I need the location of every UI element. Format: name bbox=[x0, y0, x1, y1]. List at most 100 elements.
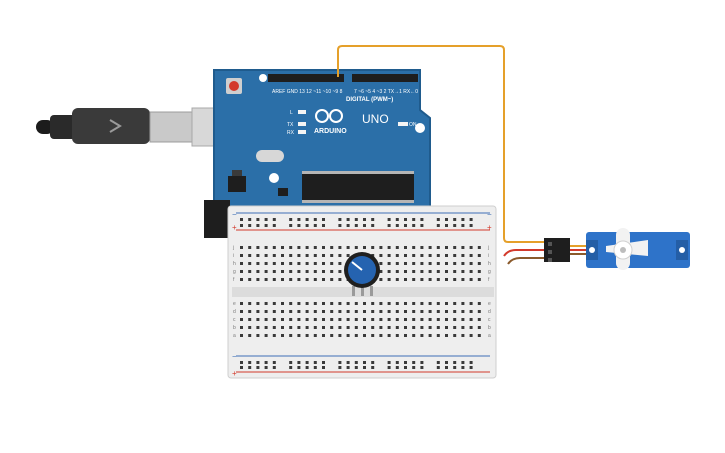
breadboard-hole[interactable] bbox=[363, 361, 366, 364]
breadboard-hole[interactable] bbox=[461, 318, 465, 321]
breadboard-hole[interactable] bbox=[412, 224, 416, 227]
breadboard-hole[interactable] bbox=[453, 246, 457, 249]
breadboard-hole[interactable] bbox=[445, 326, 448, 329]
breadboard-hole[interactable] bbox=[297, 218, 301, 221]
breadboard-hole[interactable] bbox=[453, 366, 457, 369]
breadboard-hole[interactable] bbox=[338, 270, 342, 273]
breadboard-hole[interactable] bbox=[379, 254, 383, 257]
breadboard-hole[interactable] bbox=[420, 366, 424, 369]
breadboard-hole[interactable] bbox=[420, 361, 424, 364]
breadboard-hole[interactable] bbox=[387, 270, 391, 273]
breadboard-hole[interactable] bbox=[297, 246, 301, 249]
breadboard-hole[interactable] bbox=[297, 224, 301, 227]
breadboard-hole[interactable] bbox=[461, 278, 465, 281]
breadboard-hole[interactable] bbox=[272, 361, 276, 364]
usb-cable[interactable] bbox=[36, 107, 223, 147]
breadboard-hole[interactable] bbox=[428, 254, 432, 257]
breadboard-hole[interactable] bbox=[281, 262, 284, 265]
breadboard-hole[interactable] bbox=[453, 361, 457, 364]
breadboard-hole[interactable] bbox=[289, 262, 293, 265]
breadboard-hole[interactable] bbox=[305, 361, 309, 364]
breadboard-hole[interactable] bbox=[272, 310, 276, 313]
breadboard-hole[interactable] bbox=[404, 278, 407, 281]
breadboard-hole[interactable] bbox=[379, 318, 383, 321]
breadboard-hole[interactable] bbox=[240, 334, 243, 337]
breadboard-hole[interactable] bbox=[379, 270, 383, 273]
breadboard-hole[interactable] bbox=[240, 278, 243, 281]
breadboard-hole[interactable] bbox=[330, 278, 334, 281]
breadboard-hole[interactable] bbox=[395, 262, 399, 265]
breadboard-hole[interactable] bbox=[322, 366, 325, 369]
breadboard-hole[interactable] bbox=[281, 310, 284, 313]
breadboard-hole[interactable] bbox=[477, 246, 481, 249]
breadboard-hole[interactable] bbox=[363, 334, 366, 337]
power-jack[interactable] bbox=[204, 200, 230, 238]
breadboard-hole[interactable] bbox=[453, 310, 457, 313]
breadboard-hole[interactable] bbox=[428, 326, 432, 329]
breadboard-hole[interactable] bbox=[404, 318, 407, 321]
breadboard-hole[interactable] bbox=[281, 278, 284, 281]
breadboard-hole[interactable] bbox=[469, 262, 473, 265]
breadboard-hole[interactable] bbox=[297, 254, 301, 257]
breadboard-hole[interactable] bbox=[420, 262, 424, 265]
breadboard-hole[interactable] bbox=[256, 318, 260, 321]
breadboard-hole[interactable] bbox=[420, 224, 424, 227]
breadboard-hole[interactable] bbox=[387, 334, 391, 337]
breadboard-hole[interactable] bbox=[313, 361, 317, 364]
breadboard-hole[interactable] bbox=[387, 254, 391, 257]
breadboard-hole[interactable] bbox=[256, 218, 260, 221]
breadboard-hole[interactable] bbox=[346, 218, 350, 221]
breadboard-hole[interactable] bbox=[445, 366, 448, 369]
breadboard-hole[interactable] bbox=[338, 302, 342, 305]
breadboard-hole[interactable] bbox=[305, 310, 309, 313]
breadboard-hole[interactable] bbox=[346, 302, 350, 305]
breadboard-hole[interactable] bbox=[412, 366, 416, 369]
breadboard-hole[interactable] bbox=[248, 302, 252, 305]
breadboard-hole[interactable] bbox=[428, 270, 432, 273]
breadboard-hole[interactable] bbox=[428, 278, 432, 281]
breadboard-hole[interactable] bbox=[281, 246, 284, 249]
breadboard-hole[interactable] bbox=[461, 246, 465, 249]
breadboard-hole[interactable] bbox=[256, 302, 260, 305]
breadboard-hole[interactable] bbox=[404, 270, 407, 273]
breadboard-hole[interactable] bbox=[469, 326, 473, 329]
breadboard-hole[interactable] bbox=[420, 218, 424, 221]
breadboard-hole[interactable] bbox=[297, 302, 301, 305]
breadboard-hole[interactable] bbox=[371, 366, 375, 369]
breadboard-hole[interactable] bbox=[412, 302, 416, 305]
breadboard-hole[interactable] bbox=[289, 334, 293, 337]
breadboard-hole[interactable] bbox=[469, 218, 473, 221]
breadboard-hole[interactable] bbox=[395, 326, 399, 329]
breadboard-hole[interactable] bbox=[240, 310, 243, 313]
breadboard-hole[interactable] bbox=[305, 302, 309, 305]
breadboard-hole[interactable] bbox=[338, 218, 342, 221]
breadboard-hole[interactable] bbox=[461, 310, 465, 313]
breadboard-hole[interactable] bbox=[313, 278, 317, 281]
breadboard-hole[interactable] bbox=[412, 326, 416, 329]
breadboard-hole[interactable] bbox=[281, 334, 284, 337]
breadboard-hole[interactable] bbox=[305, 254, 309, 257]
breadboard-hole[interactable] bbox=[436, 334, 440, 337]
breadboard-hole[interactable] bbox=[420, 278, 424, 281]
breadboard-hole[interactable] bbox=[330, 326, 334, 329]
breadboard-hole[interactable] bbox=[453, 262, 457, 265]
breadboard-hole[interactable] bbox=[379, 246, 383, 249]
breadboard-hole[interactable] bbox=[379, 262, 383, 265]
breadboard-hole[interactable] bbox=[445, 262, 448, 265]
breadboard-hole[interactable] bbox=[395, 254, 399, 257]
breadboard-hole[interactable] bbox=[322, 318, 325, 321]
breadboard-hole[interactable] bbox=[313, 366, 317, 369]
breadboard-hole[interactable] bbox=[346, 326, 350, 329]
breadboard-hole[interactable] bbox=[436, 224, 440, 227]
breadboard-hole[interactable] bbox=[322, 310, 325, 313]
breadboard-hole[interactable] bbox=[477, 302, 481, 305]
breadboard-hole[interactable] bbox=[395, 218, 399, 221]
breadboard-hole[interactable] bbox=[354, 318, 358, 321]
breadboard-hole[interactable] bbox=[387, 278, 391, 281]
breadboard-hole[interactable] bbox=[387, 310, 391, 313]
breadboard-hole[interactable] bbox=[469, 246, 473, 249]
signal-wire[interactable] bbox=[337, 45, 548, 243]
breadboard-hole[interactable] bbox=[395, 302, 399, 305]
breadboard-hole[interactable] bbox=[428, 262, 432, 265]
breadboard-hole[interactable] bbox=[272, 262, 276, 265]
